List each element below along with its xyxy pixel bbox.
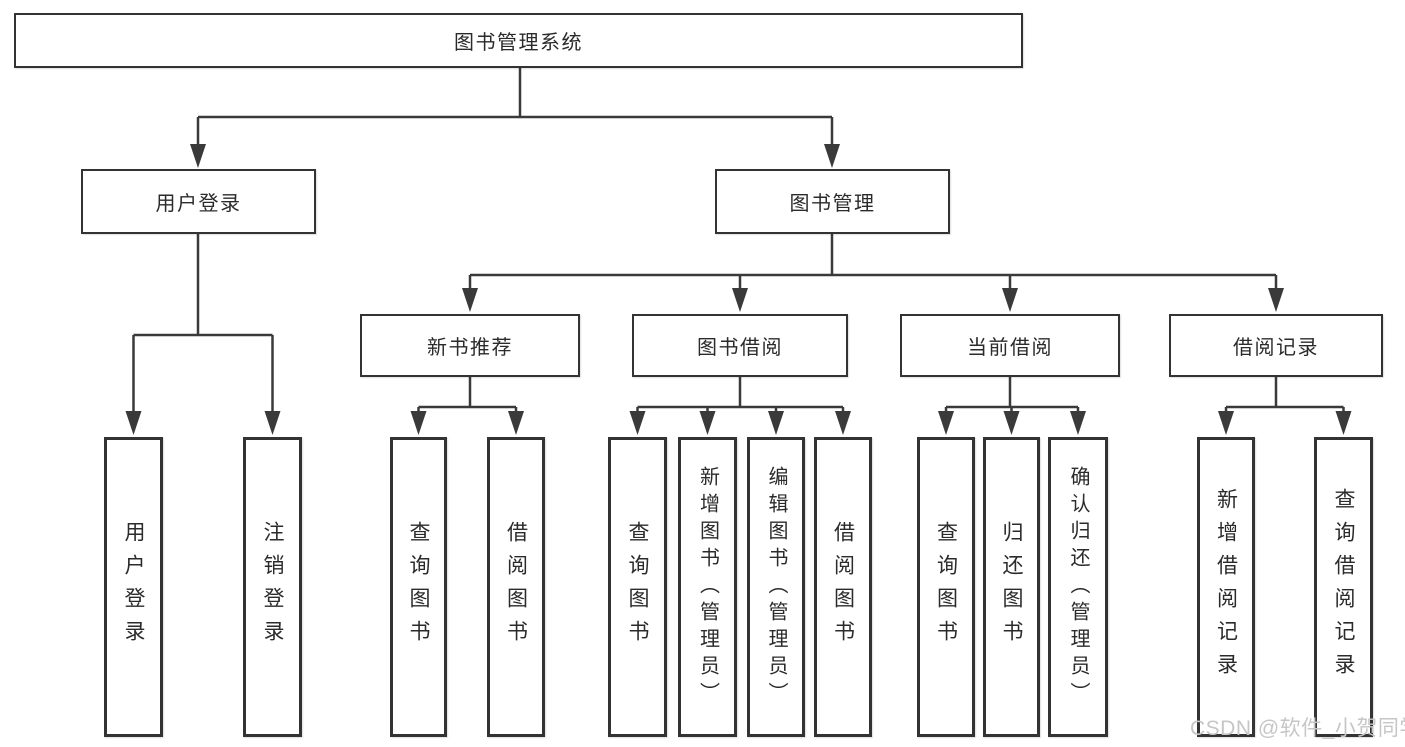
node-edit-books-admin: 编辑图书（管理员） (747, 437, 805, 737)
node-logout-leaf: 注销登录 (243, 437, 302, 737)
node-label: 查询图书 (626, 521, 649, 653)
node-book-management: 图书管理 (715, 169, 950, 234)
node-label: 注销登录 (261, 521, 284, 653)
node-label: 查询图书 (934, 521, 958, 653)
node-label: 图书管理 (789, 193, 876, 215)
node-book-borrowing: 图书借阅 (632, 314, 848, 377)
node-current-borrowing: 当前借阅 (900, 314, 1120, 377)
node-label: 新增图书（管理员） (696, 465, 719, 709)
node-label: 新增借阅记录 (1214, 488, 1238, 686)
node-label: 当前借阅 (967, 337, 1053, 359)
node-label: 查询借阅记录 (1332, 488, 1355, 686)
node-borrowing-records: 借阅记录 (1169, 314, 1383, 377)
node-label: 借阅记录 (1233, 337, 1319, 359)
node-label: 确认归还（管理员） (1067, 465, 1089, 709)
node-label: 查询图书 (407, 521, 430, 653)
node-borrow-books-recommend: 借阅图书 (487, 437, 545, 737)
csdn-watermark: CSDN @软件_小贺同学 (1190, 717, 1405, 740)
node-return-books: 归还图书 (983, 437, 1040, 737)
node-label: 借阅图书 (831, 521, 855, 653)
node-user-login-leaf: 用户登录 (104, 437, 163, 737)
node-label: 编辑图书（管理员） (765, 465, 787, 709)
node-query-books-borrowing: 查询图书 (608, 437, 667, 737)
node-confirm-return-admin: 确认归还（管理员） (1048, 437, 1108, 737)
node-library-management-system: 图书管理系统 (14, 13, 1023, 68)
node-label: 新书推荐 (427, 337, 513, 359)
node-label: 用户登录 (122, 521, 145, 653)
node-add-borrow-record: 新增借阅记录 (1197, 437, 1255, 737)
node-label: 用户登录 (155, 193, 242, 215)
node-query-books-recommend: 查询图书 (390, 437, 447, 737)
node-new-book-recommendation: 新书推荐 (360, 314, 580, 377)
node-label: 归还图书 (1000, 521, 1023, 653)
node-borrow-books-borrowing: 借阅图书 (814, 437, 872, 737)
node-label: 借阅图书 (504, 521, 528, 653)
node-user-login: 用户登录 (81, 169, 316, 234)
node-query-borrow-record: 查询借阅记录 (1314, 437, 1373, 737)
node-label: 图书借阅 (697, 337, 783, 359)
node-label: 图书管理系统 (454, 32, 583, 54)
node-add-books-admin: 新增图书（管理员） (678, 437, 737, 737)
node-query-books-current: 查询图书 (917, 437, 975, 737)
